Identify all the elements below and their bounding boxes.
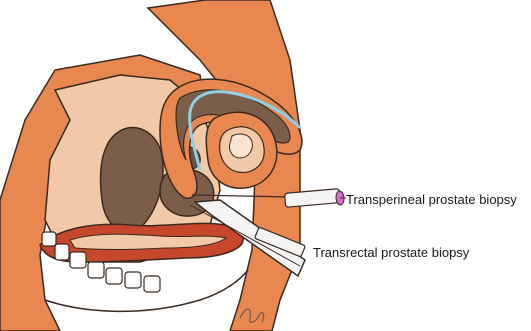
label-transperineal-biopsy: Transperineal prostate biopsy — [346, 193, 517, 206]
label-transrectal-biopsy: Transrectal prostate biopsy — [313, 246, 469, 259]
epididymis — [229, 134, 252, 158]
